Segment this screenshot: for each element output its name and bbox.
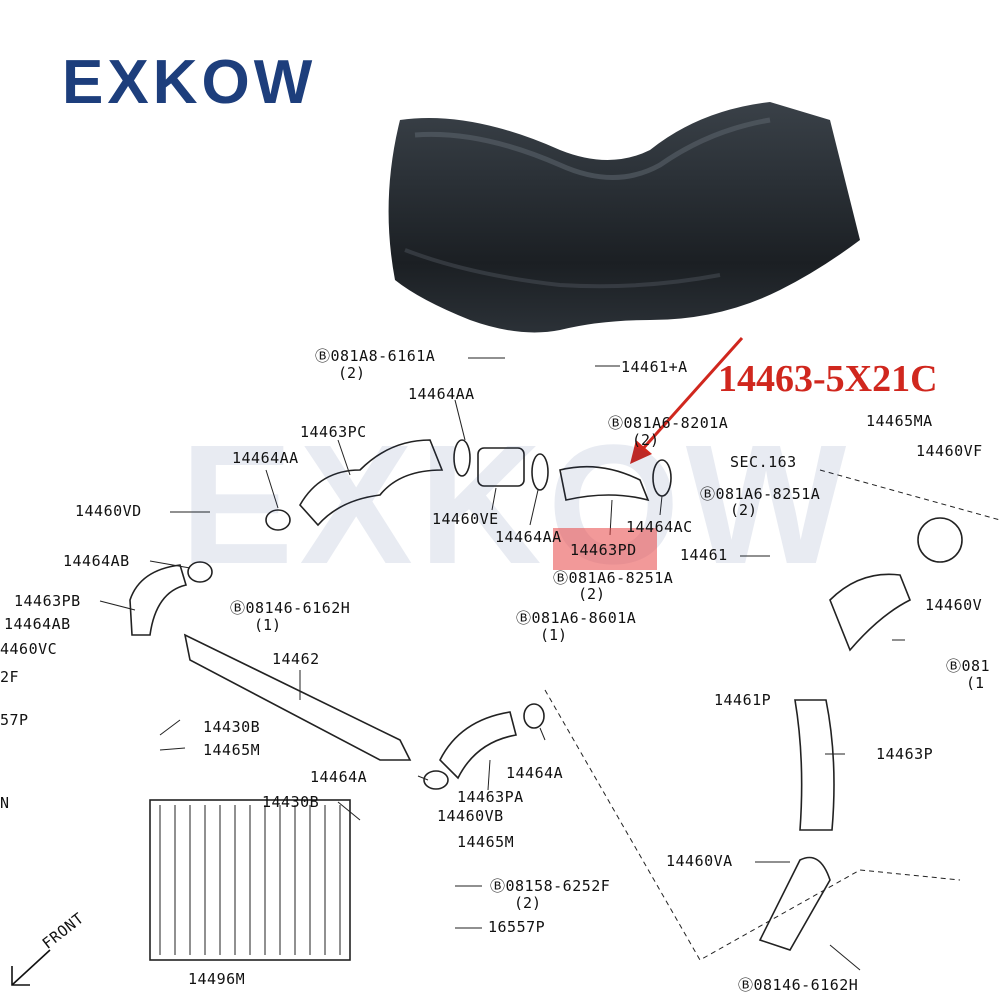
intercooler-14496m xyxy=(149,799,351,961)
label-14461a: 14461+A xyxy=(621,358,688,376)
hose-14463pc xyxy=(299,439,444,527)
label-14461: 14461 xyxy=(680,546,728,564)
label-14460vf: 14460VF xyxy=(916,442,983,460)
qty-081a6-8201a: (2) xyxy=(632,431,660,449)
label-57p: 57P xyxy=(0,711,29,729)
clamp-14464a-a xyxy=(423,770,449,790)
qty-08158-6252f: (2) xyxy=(514,894,542,912)
label-14460v: 14460V xyxy=(925,596,983,614)
label-14430b-a: 14430B xyxy=(203,718,261,736)
qty-081a6-8601a: (1) xyxy=(540,626,568,644)
label-08146-6162h-a: Ⓑ08146-6162H xyxy=(230,599,351,617)
hose-14460v xyxy=(829,573,912,652)
label-14464aa-top: 14464AA xyxy=(408,385,475,403)
label-14460va: 14460VA xyxy=(666,852,733,870)
label-14464a-b: 14464A xyxy=(506,764,564,782)
label-14464aa-left: 14464AA xyxy=(232,449,299,467)
label-n: N xyxy=(0,794,10,812)
label-0815-right: Ⓑ081 xyxy=(946,657,991,675)
clamp-14464aa-top xyxy=(453,439,471,477)
label-14460vd: 14460VD xyxy=(75,502,142,520)
brand-logo: EXKOW xyxy=(62,48,317,117)
label-14464ab-b: 14464AB xyxy=(4,615,71,633)
label-14465m-b: 14465M xyxy=(457,833,515,851)
label-14463pc: 14463PC xyxy=(300,423,367,441)
qty-081a6-8251a-a: (2) xyxy=(730,501,758,519)
label-08146-6162h-b: Ⓑ08146-6162H xyxy=(738,976,859,994)
hose-14463pb xyxy=(129,564,188,636)
label-081a8-6161a: Ⓑ081A8-6161A xyxy=(315,347,436,365)
hose-14463p xyxy=(794,699,835,831)
clamp-14464ac xyxy=(652,459,672,497)
label-14465m-a: 14465M xyxy=(203,741,261,759)
label-14464aa-mid: 14464AA xyxy=(495,528,562,546)
label-14462: 14462 xyxy=(272,650,320,668)
highlight-box xyxy=(553,528,657,570)
qty-081a8-6161a: (2) xyxy=(338,364,366,382)
highlighted-part-number: 14463-5X21C xyxy=(718,358,938,400)
label-081a6-8601a: Ⓑ081A6-8601A xyxy=(516,609,637,627)
label-14430b-b: 14430B xyxy=(262,793,320,811)
clamp-14464aa-left xyxy=(265,509,291,531)
qty-0815-right: (1 xyxy=(966,674,985,692)
label-sec163: SEC.163 xyxy=(730,453,797,471)
clamp-14464ab xyxy=(187,561,213,583)
bracket-14462 xyxy=(183,633,412,761)
label-14463pb: 14463PB xyxy=(14,592,81,610)
highlight-arrow xyxy=(630,336,744,464)
clamp-14464aa-mid xyxy=(531,453,549,491)
label-14460vb: 14460VB xyxy=(437,807,504,825)
part-14460vf xyxy=(917,517,963,563)
label-14464ab-a: 14464AB xyxy=(63,552,130,570)
part-14460va xyxy=(758,856,831,951)
qty-081a6-8251a-b: (2) xyxy=(578,585,606,603)
label-14460ve: 14460VE xyxy=(432,510,499,528)
dashed-routing xyxy=(544,469,1000,961)
hose-14463pa xyxy=(439,711,517,780)
label-14460vc: 4460VC xyxy=(0,640,58,658)
hose-photo xyxy=(388,102,860,333)
label-14463pa: 14463PA xyxy=(457,788,524,806)
label-14463pd: 14463PD xyxy=(570,541,637,559)
qty-08146-6162h-a: (1) xyxy=(254,616,282,634)
label-14463p: 14463P xyxy=(876,745,934,763)
label-2f: 2F xyxy=(0,668,20,686)
part-14460ve xyxy=(477,447,525,487)
label-14464a-a: 14464A xyxy=(310,768,368,786)
front-arrow xyxy=(11,949,51,986)
label-08158-6252f: Ⓑ08158-6252F xyxy=(490,877,611,895)
label-14465ma: 14465MA xyxy=(866,412,933,430)
hose-14463pd xyxy=(559,465,650,502)
label-081a6-8251a-b: Ⓑ081A6-8251A xyxy=(553,569,674,587)
clamp-14464a-b xyxy=(523,703,545,729)
label-14496m: 14496M xyxy=(188,970,246,988)
label-16557p: 16557P xyxy=(488,918,546,936)
label-14464ac: 14464AC xyxy=(626,518,693,536)
label-14461p: 14461P xyxy=(714,691,772,709)
label-081a6-8251a-a: Ⓑ081A6-8251A xyxy=(700,485,821,503)
label-081a6-8201a: Ⓑ081A6-8201A xyxy=(608,414,729,432)
